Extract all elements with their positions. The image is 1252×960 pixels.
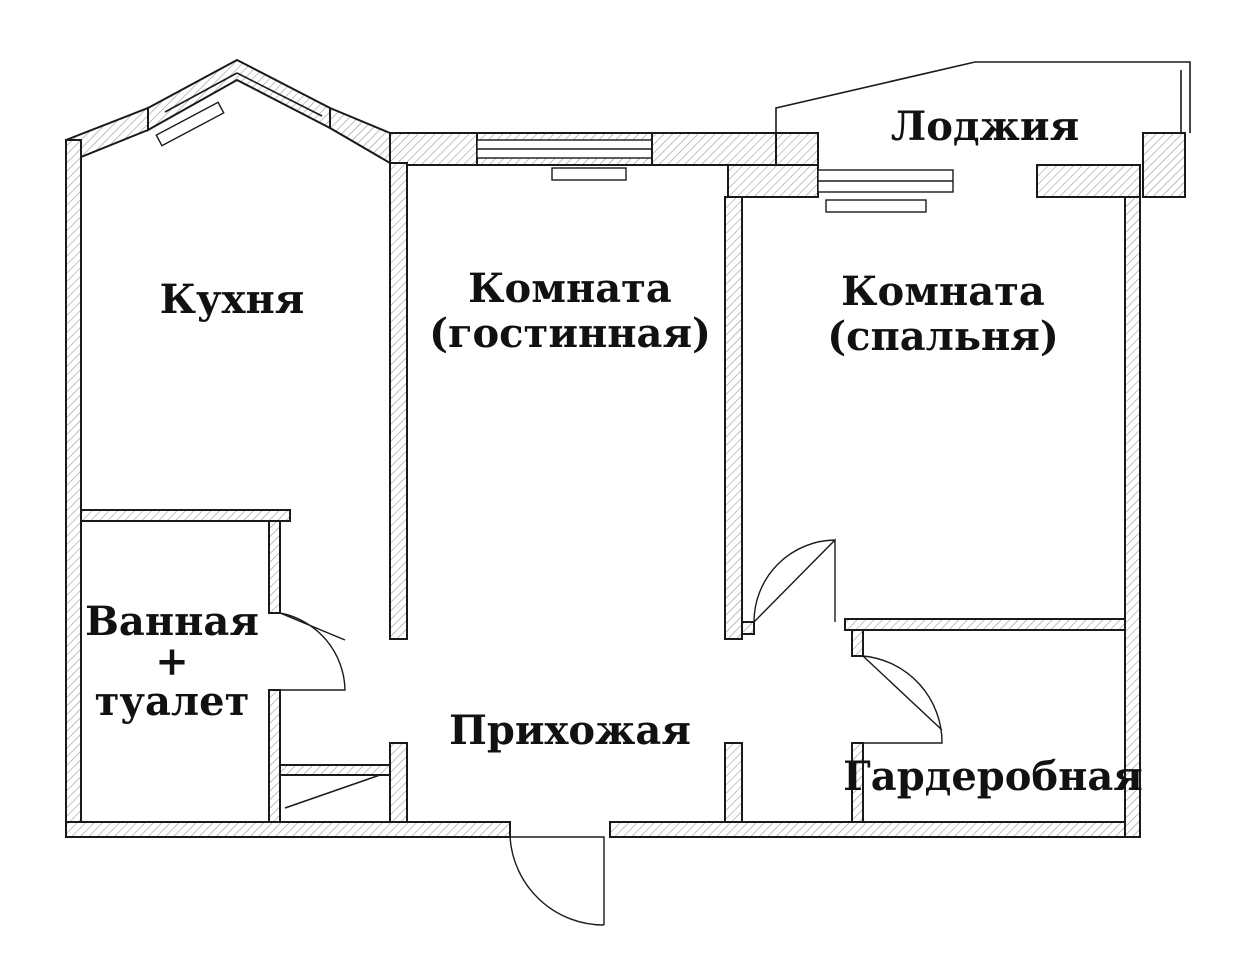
wall-bath-top	[80, 509, 291, 522]
wall-bath-right-upper	[268, 520, 281, 614]
label-living-1: Комната	[468, 265, 672, 312]
wall-wardrobe-left-upper	[851, 629, 864, 657]
radiator-kitchen	[155, 101, 225, 147]
door-bedroom	[753, 538, 836, 623]
label-wardrobe: Гардеробная	[843, 753, 1143, 800]
wall-top-4	[775, 132, 819, 166]
label-bath-3: туалет	[95, 678, 250, 725]
wall-kitchen-bay	[147, 58, 331, 132]
wall-top-5	[1036, 164, 1141, 198]
label-living-2: (гостинная)	[429, 310, 711, 357]
door-wardrobe	[862, 655, 943, 744]
label-kitchen: Кухня	[160, 276, 305, 323]
loggia-outline	[775, 61, 1191, 133]
wall-right	[1124, 194, 1141, 838]
wall-kitchen-living	[389, 162, 408, 640]
radiator-living	[551, 167, 627, 181]
wall-wardrobe-left-lower	[851, 742, 864, 823]
label-loggia: Лоджия	[891, 103, 1079, 150]
wall-living-bedroom	[724, 196, 743, 640]
label-bath-1: Ванная	[85, 598, 259, 645]
wall-top-1	[389, 132, 478, 166]
door-entrance	[509, 836, 605, 926]
wall-top-3	[727, 164, 819, 198]
label-hallway: Прихожая	[449, 707, 691, 754]
wall-top-2	[651, 132, 777, 166]
wall-top-6	[1142, 132, 1186, 198]
wall-bath-right-lower	[268, 689, 281, 823]
wall-bottom-right	[609, 821, 1141, 838]
label-bath-2: +	[155, 638, 189, 685]
door-bath	[279, 612, 346, 691]
wall-wardrobe-top	[844, 618, 1126, 631]
label-bedroom-2: (спальня)	[827, 313, 1059, 360]
wall-left	[65, 139, 82, 838]
wall-hall-left-stub	[389, 742, 408, 823]
label-bedroom-1: Комната	[841, 268, 1045, 315]
wall-hall-right-stub	[724, 742, 743, 823]
wall-kitchen-angled-right	[329, 106, 391, 165]
wall-kitchen-angled	[65, 106, 149, 159]
wall-closet-top	[279, 764, 391, 776]
wall-bottom-left	[65, 821, 511, 838]
wall-bedroom-stub	[741, 621, 755, 635]
radiator-bedroom	[825, 199, 927, 213]
